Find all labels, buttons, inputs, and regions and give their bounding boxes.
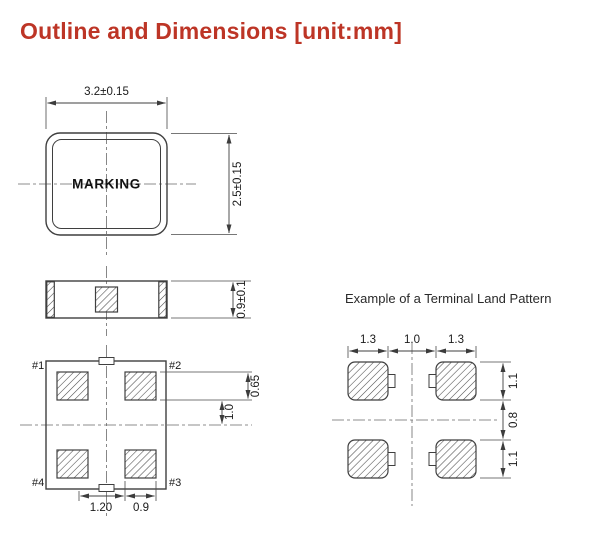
dim-land-right: 1.1 0.8 1.1: [480, 361, 520, 479]
bottom-view: #1 #2 #4 #3 0.65 1.0 1.20 0.9: [20, 345, 262, 516]
dim-land-row-top-text: 1.1: [508, 373, 520, 389]
pad-4: [56, 449, 89, 479]
marking-label: MARKING: [72, 177, 141, 192]
dim-width-text: 3.2±0.15: [84, 86, 129, 98]
land-pattern-caption: Example of a Terminal Land Pattern: [345, 291, 551, 306]
land-pad-top-left: [347, 361, 389, 401]
dim-land-row-gap-text: 0.8: [508, 412, 520, 428]
terminal-right-hatch: [158, 281, 167, 318]
pad-4-label: #4: [32, 477, 44, 489]
land-pad-top-right: [435, 361, 477, 401]
dim-center-offset-text: 1.0: [224, 404, 236, 420]
dim-land-col-left-text: 1.3: [360, 334, 376, 346]
pad-2: [124, 371, 157, 401]
pad-1: [56, 371, 89, 401]
pad-3: [124, 449, 157, 479]
land-tab: [387, 374, 396, 388]
side-view: 0.9±0.1: [45, 266, 251, 336]
terminal-center-hatch: [94, 286, 119, 313]
dim-pad-width-text: 1.20: [90, 502, 112, 514]
dim-pad-gap-text: 0.9: [133, 502, 149, 514]
dim-pad-height: 0.65: [160, 371, 262, 401]
land-tab: [428, 374, 437, 388]
land-pattern: Example of a Terminal Land Pattern 1.3 1: [332, 291, 551, 506]
pad-2-label: #2: [169, 360, 181, 372]
land-tab: [387, 452, 396, 466]
terminal-left-hatch: [46, 281, 55, 318]
package-lid-outline: [52, 139, 161, 229]
dim-bottom: 1.20 0.9: [78, 481, 157, 514]
dim-center-offset: 1.0: [219, 401, 236, 424]
castellation-notch-bottom: [98, 484, 115, 492]
land-pad-bottom-right: [435, 439, 477, 479]
package-outline: [45, 132, 168, 236]
land-tab: [428, 452, 437, 466]
side-outline: [45, 280, 168, 319]
dim-land-col-gap-text: 1.0: [404, 334, 420, 346]
dim-height-text: 2.5±0.15: [232, 162, 244, 207]
pad-1-label: #1: [32, 360, 44, 372]
land-pad-bottom-left: [347, 439, 389, 479]
dim-width: 3.2±0.15: [45, 86, 168, 129]
page-title: Outline and Dimensions [unit:mm]: [20, 18, 403, 44]
dim-pad-height-text: 0.65: [250, 375, 262, 397]
dim-height: 2.5±0.15: [171, 133, 244, 235]
dim-land-top: 1.3 1.0 1.3: [347, 334, 477, 358]
dim-thickness-text: 0.9±0.1: [236, 280, 248, 318]
dim-thickness: 0.9±0.1: [171, 280, 251, 319]
castellation-notch-top: [98, 357, 115, 365]
top-view: MARKING 3.2±0.15 2.5±0.15: [18, 86, 244, 258]
pad-3-label: #3: [169, 477, 181, 489]
dim-land-row-bottom-text: 1.1: [508, 451, 520, 467]
dim-land-col-right-text: 1.3: [448, 334, 464, 346]
